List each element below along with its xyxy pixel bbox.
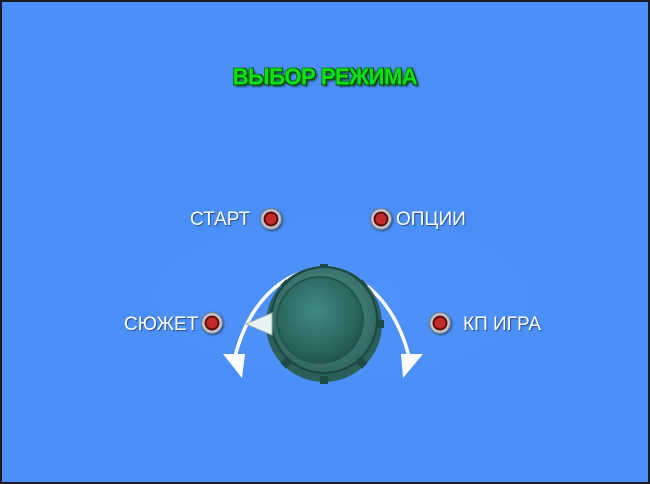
mode-option-options-label[interactable]: ОПЦИИ [396,209,466,230]
mode-option-story-label[interactable]: СЮЖЕТ [124,314,199,335]
mode-option-start-led[interactable] [260,208,282,230]
rotary-dial-icon[interactable] [244,264,384,384]
mode-option-start-label[interactable]: СТАРТ [190,209,251,230]
mode-option-kp-game-led[interactable] [429,312,451,334]
mode-option-story-led[interactable] [201,312,223,334]
mode-option-kp-game-label[interactable]: КП ИГРА [463,314,542,335]
mode-option-options-led[interactable] [370,208,392,230]
page-title: ВЫБОР РЕЖИМА [232,63,418,90]
